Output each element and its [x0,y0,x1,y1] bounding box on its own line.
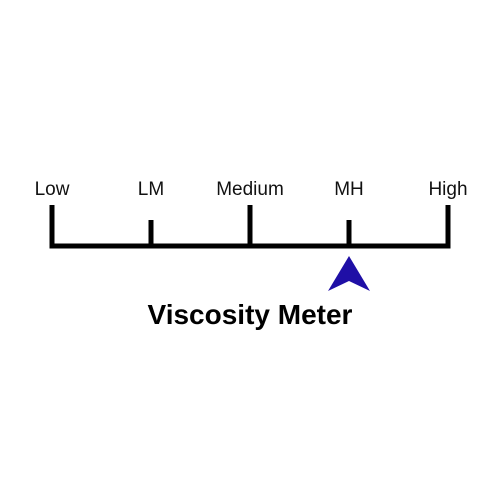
meter-title: Viscosity Meter [147,299,353,330]
tick-label-low: Low [34,179,70,200]
level-pointer-icon [328,256,370,291]
tick-label-high: High [428,179,468,200]
tick-label-lm: LM [137,179,165,200]
tick-label-mh: MH [334,179,364,200]
meter-ticks [49,205,451,249]
tick-label-medium: Medium [216,179,284,200]
